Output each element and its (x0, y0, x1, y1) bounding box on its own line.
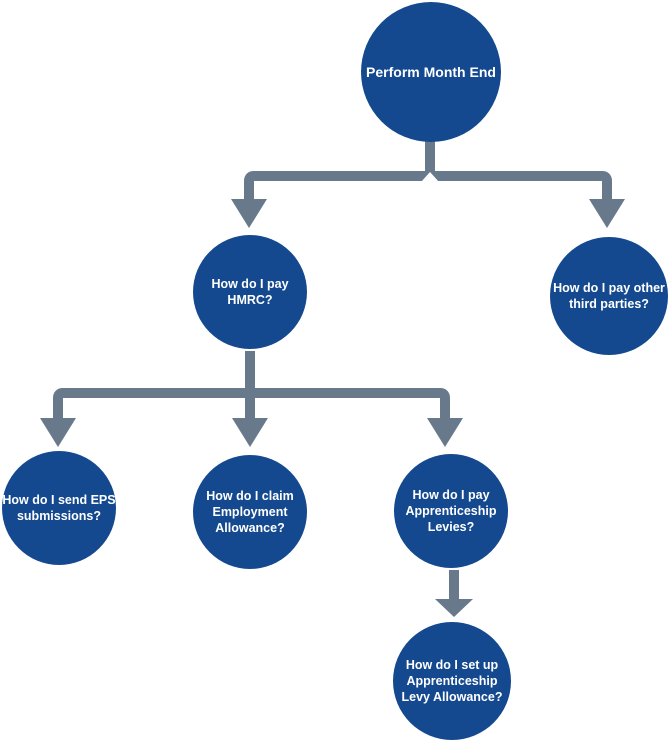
arrowhead-down-to-levy-allowance (435, 599, 473, 617)
arrowhead-down-to-hmrc (231, 199, 267, 228)
node-label-pay-apprenticeship-levies: How do I pay Apprenticeship Levies? (405, 488, 497, 534)
node-label-pay-other-third-parties: How do I pay other third parties? (553, 281, 665, 311)
flowchart-node-pay-other-third-parties: How do I pay other third parties? (550, 237, 668, 355)
flowchart-node-setup-apprenticeship-levy-allowance: How do I set up Apprenticeship Levy Allo… (393, 622, 511, 740)
arrowhead-down-to-levies (427, 418, 463, 447)
node-label-claim-employment-allowance: How do I claim Employment Allowance? (206, 489, 294, 535)
node-label-setup-apprenticeship-levy-allowance: How do I set up Apprenticeship Levy Allo… (401, 658, 503, 704)
arrowhead-down-to-employment-allowance (232, 418, 268, 447)
connector-notch (421, 172, 439, 182)
flowchart-node-claim-employment-allowance: How do I claim Employment Allowance? (193, 455, 307, 569)
arrowhead-down-to-eps (40, 418, 76, 447)
flowchart-node-perform-month-end: Perform Month End (361, 2, 501, 142)
arrowhead-down-to-third-parties (589, 199, 625, 228)
node-label-perform-month-end: Perform Month End (366, 63, 496, 80)
flowchart-node-pay-apprenticeship-levies: How do I pay Apprenticeship Levies? (394, 454, 508, 568)
node-label-pay-hmrc: How do I pay HMRC? (211, 277, 289, 307)
node-label-send-eps-submissions: How do I send EPS submissions? (2, 493, 116, 523)
flowchart-node-pay-hmrc: How do I pay HMRC? (193, 235, 307, 349)
connector-hmrc-split-bar (53, 388, 450, 420)
flowchart-node-send-eps-submissions: How do I send EPS submissions? (2, 451, 116, 565)
